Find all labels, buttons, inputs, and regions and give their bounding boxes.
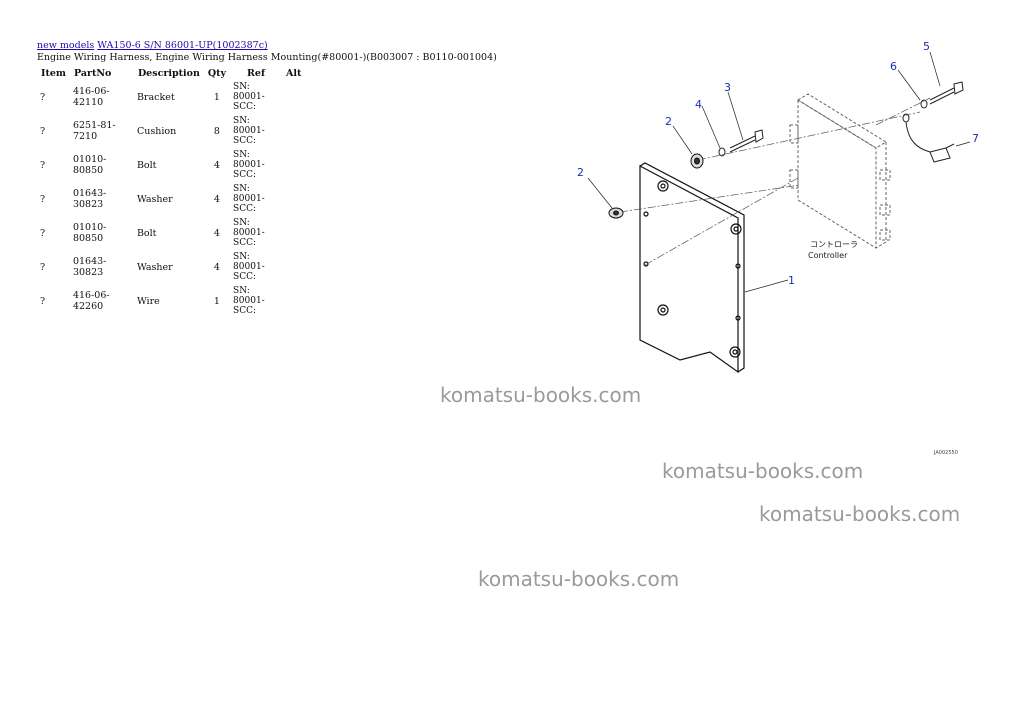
cell-ref: SN: 80001-SCC:	[233, 252, 265, 282]
cell-partno: 01010-80850	[72, 222, 107, 244]
cell-item: ?	[40, 295, 46, 307]
cell-partno: 01643-30823	[72, 188, 107, 210]
cell-ref: SN: 80001-SCC:	[233, 82, 265, 112]
cell-description: Bracket	[136, 91, 175, 103]
cell-alt	[282, 182, 305, 216]
cushion-part	[608, 153, 704, 219]
table-row: ? 416-06-42110 Bracket 1 SN: 80001-SCC:	[37, 80, 305, 114]
table-row: ? 01010-80850 Bolt 4 SN: 80001-SCC:	[37, 216, 305, 250]
callout-2: 2	[665, 115, 672, 128]
callout-5: 5	[923, 40, 930, 53]
watermark: komatsu-books.com	[478, 567, 680, 591]
col-header-item: Item	[41, 67, 66, 79]
washer-part	[920, 99, 928, 109]
table-row: ? 01643-30823 Washer 4 SN: 80001-SCC:	[37, 250, 305, 284]
diagram-callouts: 1 2 2 3 4 5 6 7	[577, 40, 979, 287]
cell-alt	[282, 284, 305, 318]
cell-alt	[282, 114, 305, 148]
callout-leaders	[587, 51, 971, 293]
cell-alt	[282, 80, 305, 114]
breadcrumb-model-link[interactable]: WA150-6 S/N 86001-UP(1002387c)	[97, 40, 268, 51]
parts-table: Item PartNo Description Qty Ref Alt ? 41…	[37, 66, 305, 318]
cell-qty: 1	[213, 91, 220, 103]
cell-partno: 01010-80850	[72, 154, 107, 176]
cell-description: Bolt	[136, 159, 157, 171]
table-row: ? 01010-80850 Bolt 4 SN: 80001-SCC:	[37, 148, 305, 182]
cell-item: ?	[40, 193, 46, 205]
cell-ref: SN: 80001-SCC:	[233, 184, 265, 214]
cell-qty: 4	[213, 227, 220, 239]
cell-qty: 4	[213, 159, 220, 171]
wire-part	[902, 113, 955, 163]
col-header-alt: Alt	[286, 67, 302, 79]
cell-qty: 4	[213, 193, 220, 205]
controller-label-en: Controller	[808, 251, 848, 260]
callout-1: 1	[788, 274, 795, 287]
callout-6: 6	[890, 60, 897, 73]
cell-partno: 416-06-42260	[72, 290, 110, 312]
col-header-ref: Ref	[247, 67, 266, 79]
cell-partno: 416-06-42110	[72, 86, 110, 108]
bolt-part	[929, 81, 964, 105]
cell-item: ?	[40, 125, 46, 137]
cell-alt	[282, 250, 305, 284]
cell-qty: 1	[213, 295, 220, 307]
assembly-centerlines	[619, 97, 931, 266]
watermark: komatsu-books.com	[662, 459, 864, 483]
parts-diagram: 1 2 2 3 4 5 6 7 コントローラ Controller JA0025…	[577, 40, 979, 456]
cell-description: Washer	[136, 261, 173, 273]
page-title: Engine Wiring Harness, Engine Wiring Har…	[37, 52, 497, 63]
controller-label-jp: コントローラ	[810, 240, 858, 249]
callout-3: 3	[724, 81, 731, 94]
table-header-row: Item PartNo Description Qty Ref Alt	[37, 66, 305, 80]
cell-item: ?	[40, 159, 46, 171]
cell-ref: SN: 80001-SCC:	[233, 150, 265, 180]
breadcrumb-new-models-link[interactable]: new models	[37, 40, 95, 51]
col-header-qty: Qty	[207, 67, 227, 79]
col-header-partno: PartNo	[73, 67, 112, 79]
washer-part	[718, 147, 726, 157]
table-row: ? 6251-81-7210 Cushion 8 SN: 80001-SCC:	[37, 114, 305, 148]
cell-qty: 4	[213, 261, 220, 273]
cell-ref: SN: 80001-SCC:	[233, 218, 265, 248]
cell-description: Wire	[136, 295, 160, 307]
cell-alt	[282, 148, 305, 182]
cell-description: Bolt	[136, 227, 157, 239]
cell-partno: 01643-30823	[72, 256, 107, 278]
cell-qty: 8	[213, 125, 220, 137]
cell-item: ?	[40, 261, 46, 273]
col-header-description: Description	[137, 67, 200, 79]
cell-item: ?	[40, 227, 46, 239]
callout-4: 4	[695, 98, 702, 111]
table-row: ? 416-06-42260 Wire 1 SN: 80001-SCC:	[37, 284, 305, 318]
cell-ref: SN: 80001-SCC:	[233, 116, 265, 146]
watermark: komatsu-books.com	[759, 502, 961, 526]
cell-item: ?	[40, 91, 46, 103]
bracket-plate	[639, 162, 745, 374]
cell-description: Cushion	[136, 125, 177, 137]
cell-ref: SN: 80001-SCC:	[233, 286, 265, 316]
callout-7: 7	[972, 132, 979, 145]
controller-outline	[789, 93, 891, 249]
cell-partno: 6251-81-7210	[72, 120, 116, 142]
drawing-code: JA002550	[933, 450, 958, 456]
bolt-part	[729, 129, 764, 153]
cell-description: Washer	[136, 193, 173, 205]
callout-2: 2	[577, 166, 584, 179]
table-row: ? 01643-30823 Washer 4 SN: 80001-SCC:	[37, 182, 305, 216]
watermark: komatsu-books.com	[440, 383, 642, 407]
cell-alt	[282, 216, 305, 250]
